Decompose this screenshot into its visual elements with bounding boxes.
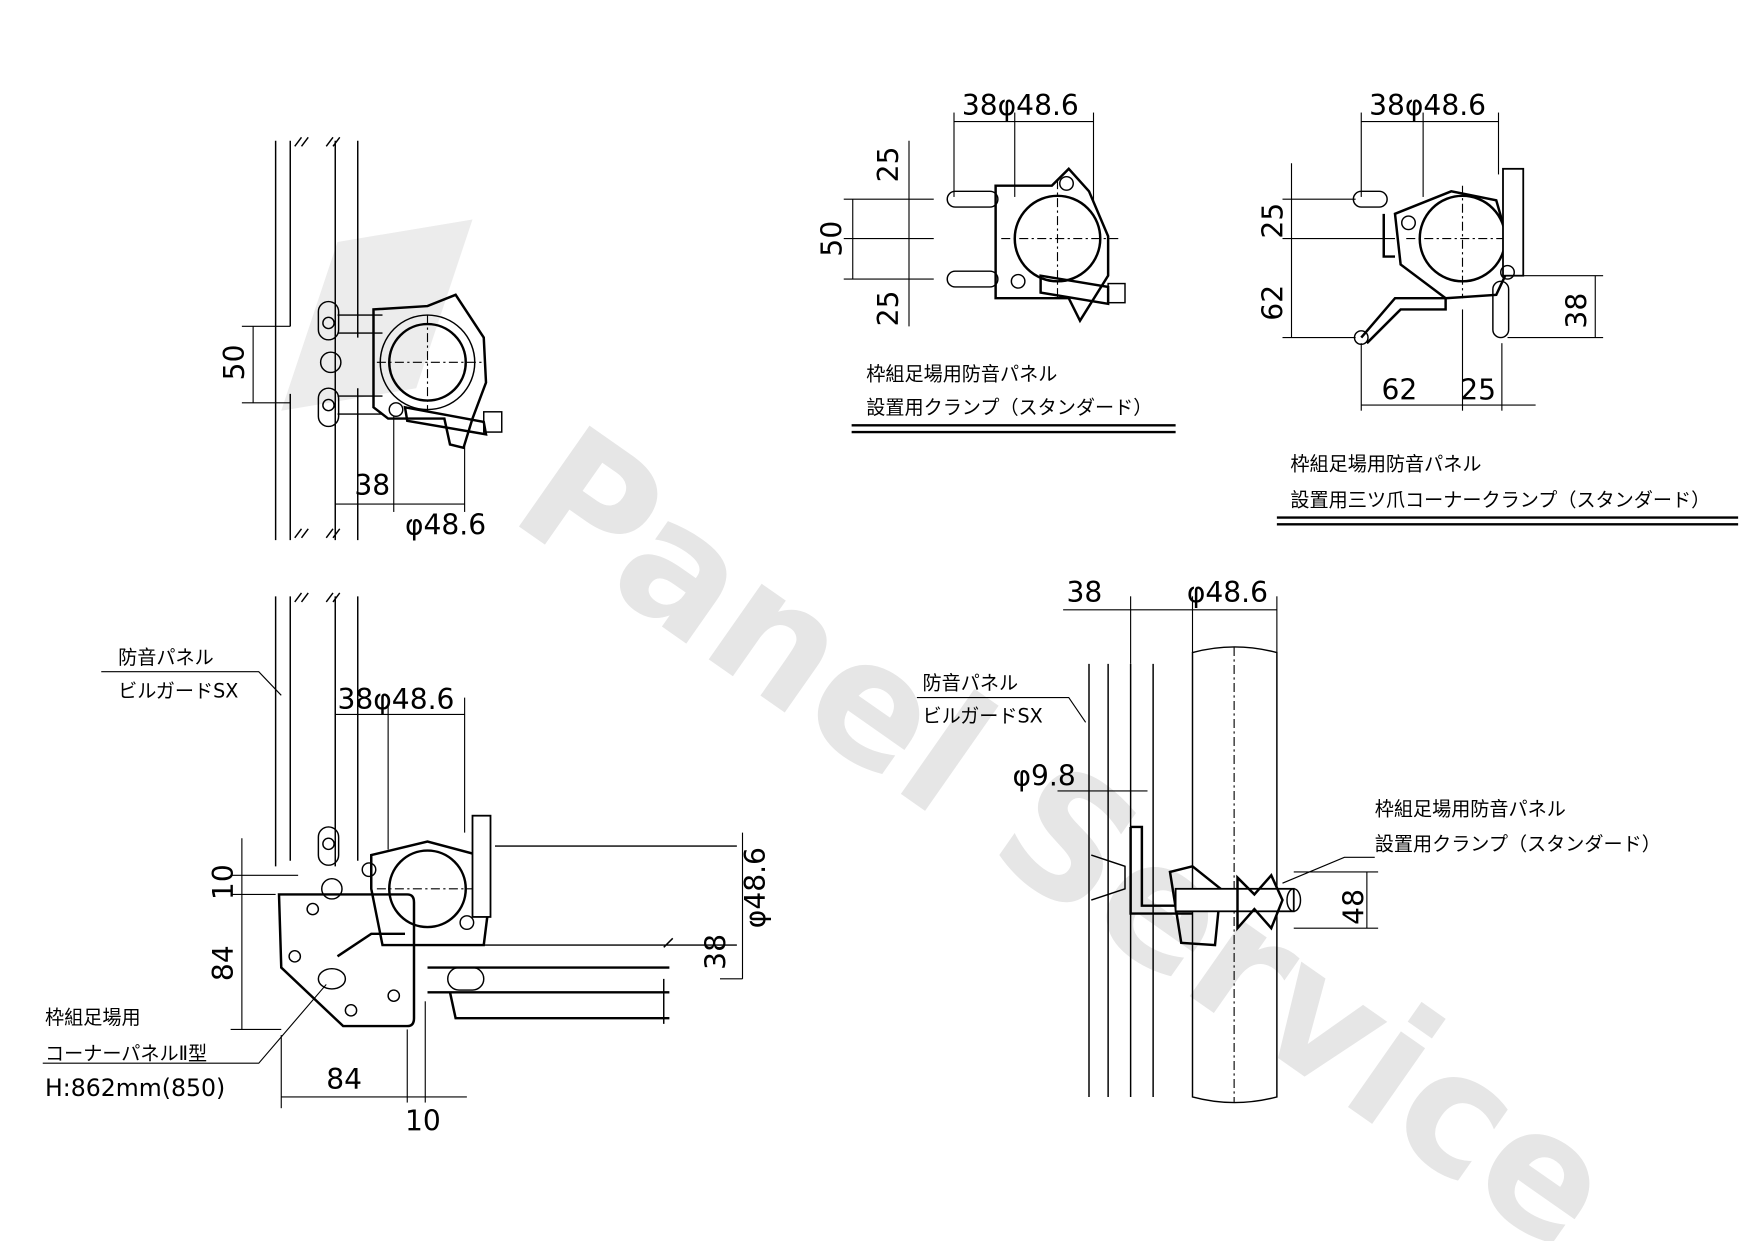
view-top-left: 50 38 φ48.6: [218, 136, 503, 541]
view-top-middle: 38φ48.6 25 50 25 枠組足場用防音パネル 設置用クランプ（スタンダ…: [816, 89, 1176, 434]
dim-48: 48: [1338, 889, 1371, 925]
dim-38: 38: [1560, 293, 1593, 329]
dim-top: 38φ48.6: [962, 89, 1079, 122]
dim-62-horizontal: 62: [1382, 373, 1418, 406]
dim-25-top: 25: [872, 147, 905, 183]
label-line-1: 枠組足場用防音パネル: [1290, 452, 1481, 475]
dim-10-horizontal: 10: [405, 1105, 441, 1138]
dim-25-bottom: 25: [872, 291, 905, 327]
panel-label-1: 防音パネル: [118, 646, 214, 669]
corner-label-1: 枠組足場用: [45, 1006, 141, 1029]
dim-diameter: φ48.6: [739, 847, 772, 928]
dim-25: 25: [1257, 203, 1290, 239]
label-line-1: 枠組足場用防音パネル: [866, 362, 1057, 385]
view-bottom-left: 防音パネル ビルガードSX 38φ48.6 10 84 φ48.6 38 84 …: [42, 592, 772, 1138]
dim-25-horizontal: 25: [1460, 373, 1496, 406]
dim-diameter: φ48.6: [1187, 576, 1268, 609]
corner-label-3: H:862mm(850): [45, 1074, 225, 1102]
dim-38: 38: [1067, 576, 1103, 609]
label-line-2: 設置用三ツ爪コーナークランプ（スタンダード）: [1290, 488, 1710, 511]
dim-38: 38: [354, 469, 390, 502]
dim-62-vertical: 62: [1257, 285, 1290, 321]
dim-50: 50: [816, 221, 849, 257]
panel-label-2: ビルガードSX: [923, 704, 1043, 727]
label-line-2: 設置用クランプ（スタンダード）: [866, 396, 1152, 419]
dim-38: 38: [700, 934, 733, 970]
dim-hole: φ9.8: [1013, 759, 1076, 792]
view-top-right: 38φ48.6 25 62 38 62 25 枠組足場用防音パネル 設置用三ツ爪…: [1257, 89, 1739, 526]
dim-84-vertical: 84: [207, 945, 240, 981]
clamp-label-1: 枠組足場用防音パネル: [1375, 798, 1566, 821]
dim-50: 50: [218, 345, 251, 381]
dim-top: 38φ48.6: [338, 683, 455, 716]
dim-84-horizontal: 84: [326, 1063, 362, 1096]
dim-diameter: φ48.6: [405, 508, 486, 541]
view-bottom-right: 38 φ48.6 防音パネル ビルガードSX φ9.8 枠組足場用防音パネル 設…: [916, 576, 1661, 1104]
dim-top: 38φ48.6: [1369, 89, 1486, 122]
clamp-label-2: 設置用クランプ（スタンダード）: [1375, 833, 1661, 856]
panel-label-1: 防音パネル: [923, 672, 1019, 695]
panel-label-2: ビルガードSX: [118, 680, 238, 703]
corner-label-2: コーナーパネルⅡ型: [45, 1042, 207, 1065]
dim-10-vertical: 10: [207, 864, 240, 900]
